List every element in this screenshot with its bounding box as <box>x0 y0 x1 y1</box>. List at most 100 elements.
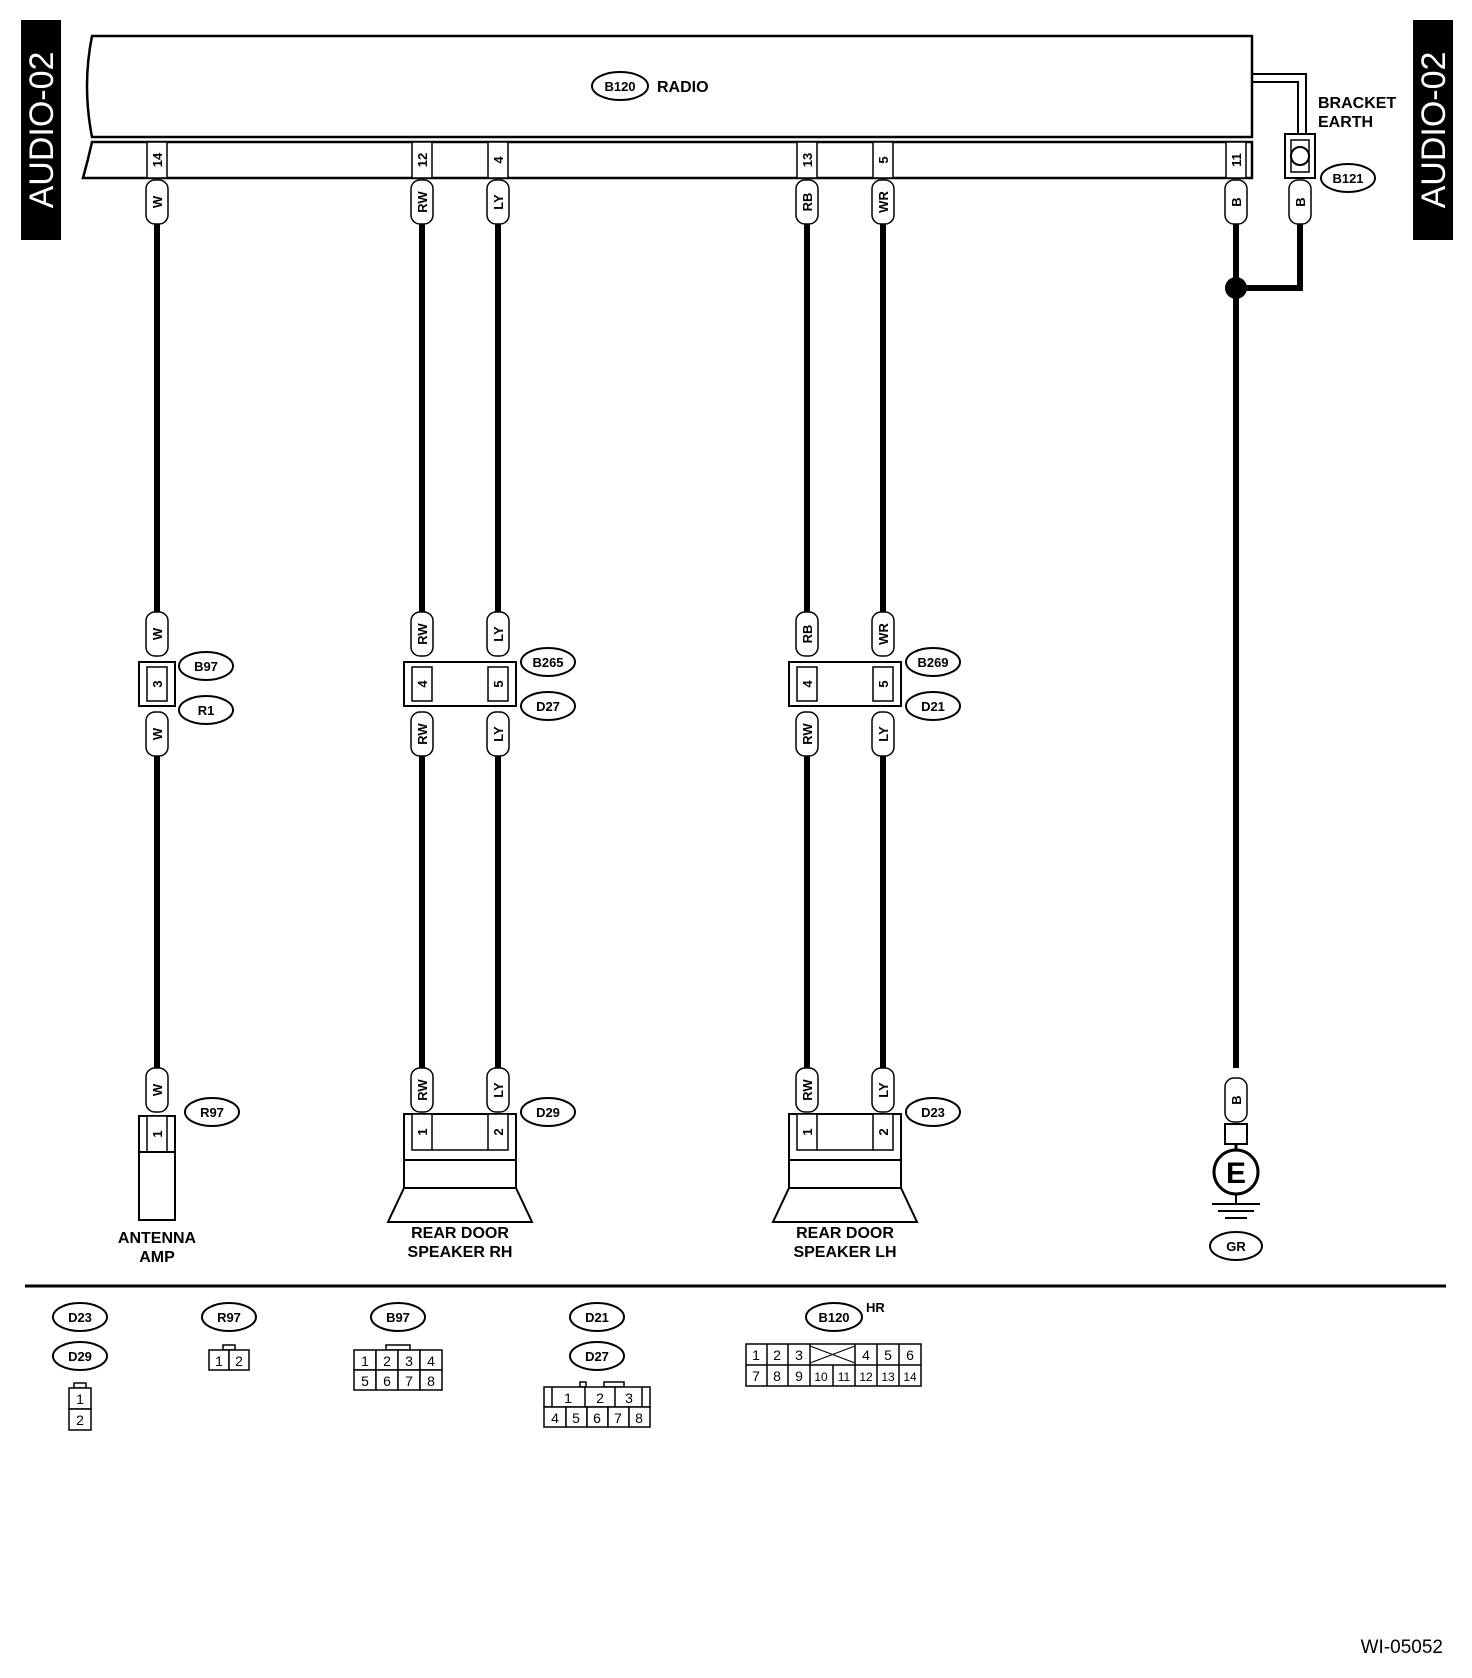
antenna-lower-wire: W <box>150 727 165 740</box>
svg-text:LY: LY <box>876 1082 891 1098</box>
svg-text:1: 1 <box>752 1347 760 1363</box>
svg-text:11: 11 <box>838 1370 851 1384</box>
radio-unit: B120 RADIO <box>81 34 1254 180</box>
svg-text:D23: D23 <box>68 1310 92 1325</box>
radio-pin-11: 11 <box>1225 141 1247 179</box>
svg-text:4: 4 <box>800 680 815 688</box>
antenna-end-pin: 1 <box>150 1130 165 1137</box>
svg-text:5: 5 <box>572 1410 580 1426</box>
svg-text:6: 6 <box>383 1373 391 1389</box>
svg-text:B97: B97 <box>386 1310 410 1325</box>
svg-text:2: 2 <box>383 1353 391 1369</box>
svg-text:RW: RW <box>415 191 430 213</box>
wire-bracket-earth <box>1236 222 1303 291</box>
radio-pin-4: 4 <box>487 141 509 179</box>
svg-text:4: 4 <box>491 156 506 164</box>
svg-text:2: 2 <box>235 1353 243 1369</box>
wire-label-radio-11: B <box>1224 179 1248 225</box>
radio-connector-text: B120 <box>604 79 635 94</box>
svg-text:WR: WR <box>876 191 891 213</box>
svg-text:LY: LY <box>491 626 506 642</box>
bracket-earth-connector-text: B121 <box>1332 171 1363 186</box>
svg-text:RB: RB <box>800 193 815 212</box>
left-side-tab-label: AUDIO-02 <box>23 52 61 209</box>
svg-text:12: 12 <box>859 1370 873 1384</box>
svg-text:10: 10 <box>814 1370 828 1384</box>
wire-label-radio-5: WR <box>871 179 895 225</box>
antenna-end-connector: R97 <box>200 1105 224 1120</box>
svg-text:R97: R97 <box>217 1310 241 1325</box>
radio-connector-badge <box>591 71 649 101</box>
svg-text:2: 2 <box>596 1390 604 1406</box>
lh-device-line2: SPEAKER LH <box>793 1244 896 1261</box>
svg-text:5: 5 <box>491 680 506 687</box>
svg-text:RW: RW <box>800 723 815 745</box>
wires <box>154 222 1303 1068</box>
bracket-earth-line1: BRACKET <box>1318 95 1396 112</box>
ground-symbol-letter: E <box>1226 1157 1246 1190</box>
splice-point <box>1225 277 1247 299</box>
svg-text:2: 2 <box>76 1412 84 1428</box>
bracket-earth-connector-badge <box>1320 163 1376 193</box>
left-side-tab: AUDIO-02 <box>21 20 61 240</box>
svg-text:5: 5 <box>361 1373 369 1389</box>
legend-b120: B120 HR 1 2 3 4 5 6 7 8 9 10 11 12 13 14 <box>745 1300 922 1387</box>
wire-label-radio-12: RW <box>410 179 434 225</box>
antenna-device-line2: AMP <box>139 1249 175 1266</box>
antenna-end-wire: W <box>150 1083 165 1096</box>
svg-text:7: 7 <box>752 1368 760 1384</box>
svg-text:4: 4 <box>415 680 430 688</box>
wire-labels: W RW LY RB WR B B <box>145 179 1312 225</box>
svg-text:3: 3 <box>625 1390 633 1406</box>
svg-text:1: 1 <box>564 1390 572 1406</box>
svg-text:D29: D29 <box>68 1349 92 1364</box>
svg-text:12: 12 <box>415 153 430 167</box>
lh-connector-lower: D21 <box>921 699 945 714</box>
svg-text:WR: WR <box>876 623 891 645</box>
legend-b97: B97 1 2 3 4 5 6 7 8 <box>353 1302 443 1391</box>
right-side-tab: AUDIO-02 <box>1413 20 1453 240</box>
svg-text:2: 2 <box>773 1347 781 1363</box>
svg-text:4: 4 <box>427 1353 435 1369</box>
lh-speaker-branch: RB WR 4 5 B269 D21 RW LY RW LY 1 2 D23 R… <box>771 611 961 1261</box>
lh-device-line1: REAR DOOR <box>796 1225 894 1242</box>
svg-text:8: 8 <box>773 1368 781 1384</box>
wire-label-bracket-earth: B <box>1288 179 1312 225</box>
ground-connector: GR <box>1226 1239 1246 1254</box>
svg-text:5: 5 <box>876 680 891 687</box>
svg-text:6: 6 <box>906 1347 914 1363</box>
antenna-upper-wire: W <box>150 627 165 640</box>
ground-branch: B E GR <box>1209 1077 1263 1261</box>
antenna-device-line1: ANTENNA <box>118 1230 197 1247</box>
diagram-code: WI-05052 <box>1361 1637 1443 1658</box>
svg-text:1: 1 <box>215 1353 223 1369</box>
radio-pin-5: 5 <box>872 141 894 179</box>
rh-connector-upper: B265 <box>532 655 563 670</box>
svg-text:9: 9 <box>795 1368 803 1384</box>
svg-text:3: 3 <box>795 1347 803 1363</box>
svg-text:1: 1 <box>361 1353 369 1369</box>
wire-label-radio-13: RB <box>795 179 819 225</box>
svg-text:LY: LY <box>491 194 506 210</box>
svg-text:5: 5 <box>876 156 891 163</box>
right-side-tab-label: AUDIO-02 <box>1415 52 1453 209</box>
lh-connector-upper: B269 <box>917 655 948 670</box>
radio-pin-12: 12 <box>411 141 433 179</box>
bracket-earth: BRACKET EARTH B121 <box>1252 73 1396 193</box>
legend-d23-d29: D23 D29 1 2 <box>52 1302 108 1431</box>
svg-text:B: B <box>1229 197 1244 206</box>
svg-text:W: W <box>150 195 165 208</box>
ground-wire: B <box>1229 1095 1244 1104</box>
svg-text:11: 11 <box>1229 153 1244 167</box>
radio-pin-13: 13 <box>796 141 818 179</box>
legend-d21-d27: D21 D27 1 2 3 4 5 6 7 8 <box>543 1302 651 1428</box>
antenna-connector-lower: R1 <box>198 703 215 718</box>
svg-text:LY: LY <box>491 726 506 742</box>
svg-text:7: 7 <box>614 1410 622 1426</box>
rh-speaker-branch: RW LY 4 5 B265 D27 RW LY RW LY 1 2 D29 R… <box>386 611 576 1261</box>
svg-text:2: 2 <box>491 1128 506 1135</box>
rh-end-connector: D29 <box>536 1105 560 1120</box>
svg-text:13: 13 <box>881 1370 895 1384</box>
wire-label-radio-4: LY <box>486 179 510 225</box>
